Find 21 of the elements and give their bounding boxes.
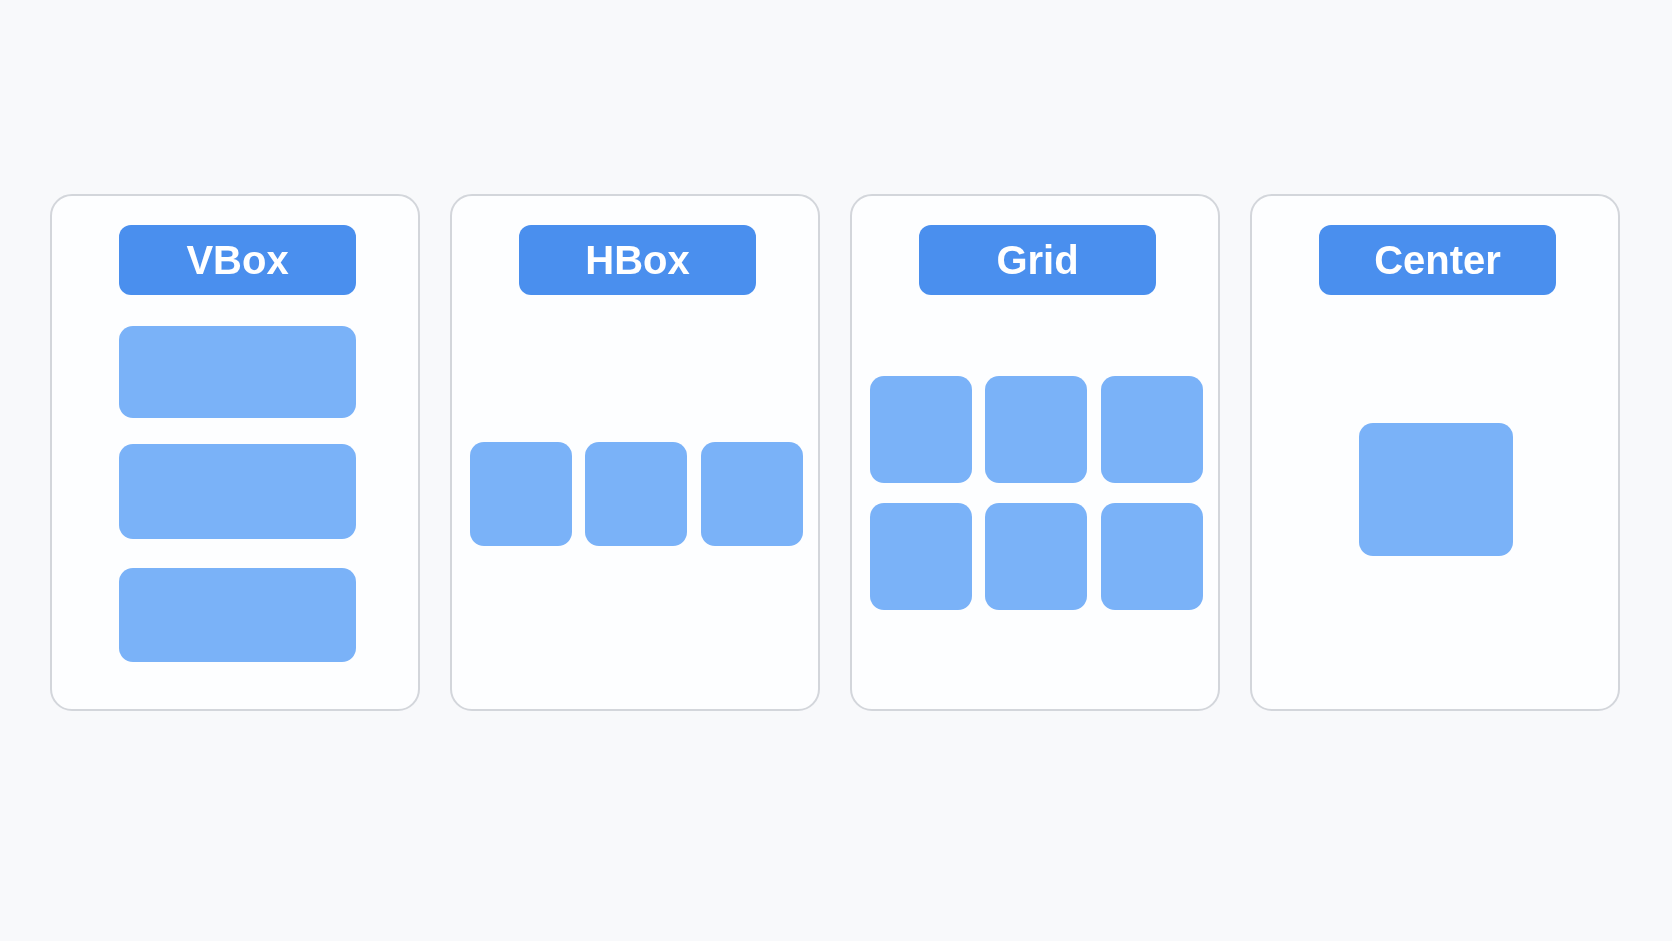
child-block	[701, 442, 803, 546]
heading-bar: Grid	[919, 225, 1156, 295]
layout-panel	[450, 194, 820, 711]
child-block	[470, 442, 572, 546]
heading-bar: VBox	[119, 225, 356, 295]
child-block	[985, 503, 1087, 610]
layout-panel	[50, 194, 420, 711]
child-block	[119, 326, 356, 418]
child-block	[119, 444, 356, 539]
heading-bar: Center	[1319, 225, 1556, 295]
layout-panel	[850, 194, 1220, 711]
layout-panel	[1250, 194, 1620, 711]
child-block	[870, 503, 972, 610]
child-block	[1101, 376, 1203, 483]
child-block	[585, 442, 687, 546]
child-block	[119, 568, 356, 662]
child-block	[985, 376, 1087, 483]
heading-bar: HBox	[519, 225, 756, 295]
child-block	[1359, 423, 1513, 556]
child-block	[870, 376, 972, 483]
child-block	[1101, 503, 1203, 610]
